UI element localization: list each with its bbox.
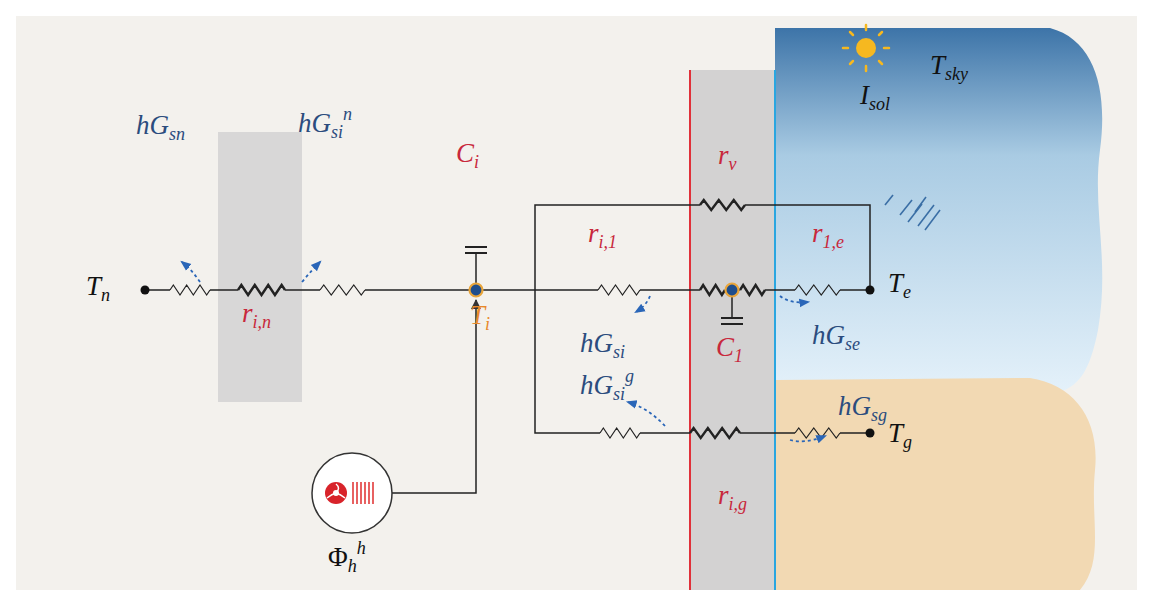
label-part: 1,e xyxy=(823,232,845,252)
capacitor-symbols xyxy=(465,247,743,324)
conductance-label: hGsn xyxy=(136,112,185,139)
label-part: sn xyxy=(169,124,185,144)
label-part: i xyxy=(485,314,490,334)
temperature-node-label: Tn xyxy=(86,273,110,300)
heater-icon xyxy=(312,453,392,533)
resistor-symbol xyxy=(795,428,840,438)
capacitance-label: C1 xyxy=(716,334,743,361)
label-part: C xyxy=(716,332,734,362)
label-part: hG xyxy=(580,370,613,400)
label-part: si xyxy=(613,384,625,404)
label-part: i xyxy=(474,152,479,172)
resistor-symbol xyxy=(795,285,840,295)
label-part: T xyxy=(930,50,945,80)
temperature-node-label: Tg xyxy=(888,420,912,447)
solar-radiation-label: Isol xyxy=(860,82,890,109)
resistance-label: rv xyxy=(718,142,737,169)
sky-region xyxy=(775,28,1102,392)
resistor-symbol xyxy=(700,200,745,210)
label-part: g xyxy=(903,432,912,452)
label-part: hG xyxy=(298,108,331,138)
label-part: si xyxy=(331,122,343,142)
capacitance-label: Ci xyxy=(456,140,479,167)
label-part: hG xyxy=(838,391,871,421)
terminal-dot xyxy=(141,286,150,295)
conductance-label: hGsg xyxy=(838,393,887,420)
label-part: I xyxy=(860,80,869,110)
resistor-symbols xyxy=(170,200,840,438)
resistor-symbol xyxy=(690,428,740,438)
terminal-dot xyxy=(866,429,875,438)
label-part: r xyxy=(718,140,729,170)
resistance-label: ri,1 xyxy=(588,220,617,247)
resistance-label: r1,e xyxy=(812,220,844,247)
wires xyxy=(145,205,870,493)
label-part: T xyxy=(888,268,903,298)
conductance-label: hGsig xyxy=(580,372,634,399)
label-part: n xyxy=(101,285,110,305)
temperature-node-label: Ti xyxy=(470,302,490,329)
label-part: i,1 xyxy=(599,232,618,252)
resistance-label: ri,n xyxy=(242,300,271,327)
heat-flux-label: Φhh xyxy=(328,544,366,571)
label-part: r xyxy=(242,298,253,328)
panel xyxy=(16,16,1137,590)
temperature-node-label: Te xyxy=(888,270,911,297)
resistor-symbol xyxy=(320,285,365,295)
label-part: hG xyxy=(136,110,169,140)
label-part: i,g xyxy=(729,494,748,514)
sun-icon xyxy=(843,25,889,71)
conductance-label: hGsi xyxy=(580,330,625,357)
label-part: 1 xyxy=(734,346,743,366)
label-part: r xyxy=(588,218,599,248)
label-part: se xyxy=(845,334,860,354)
external-wall xyxy=(690,70,775,590)
resistor-symbol xyxy=(598,285,640,295)
inner-surface xyxy=(689,70,691,590)
label-part: r xyxy=(812,218,823,248)
temperature-node-label: Tsky xyxy=(930,52,968,79)
thermal-node xyxy=(470,284,483,297)
label-part: n xyxy=(343,104,352,124)
label-part: T xyxy=(888,418,903,448)
terminal-dot xyxy=(866,286,875,295)
outer-surface xyxy=(774,70,776,590)
heat-flow-arrows xyxy=(182,262,825,441)
label-part: T xyxy=(470,300,485,330)
label-part: h xyxy=(348,556,357,576)
label-part: T xyxy=(86,271,101,301)
conductance-label: hGsin xyxy=(298,110,352,137)
thermal-node xyxy=(726,284,739,297)
label-part: hG xyxy=(812,320,845,350)
label-part: sol xyxy=(869,94,890,114)
label-part: g xyxy=(625,366,634,386)
label-part: r xyxy=(718,480,729,510)
rain-icon xyxy=(885,195,940,230)
resistor-symbol xyxy=(700,285,725,295)
label-part: v xyxy=(729,154,737,174)
resistance-label: ri,g xyxy=(718,482,747,509)
resistor-symbol xyxy=(238,285,285,295)
label-part: e xyxy=(903,282,911,302)
label-part: hG xyxy=(580,328,613,358)
internal-wall xyxy=(218,132,302,402)
label-part: Φ xyxy=(328,542,348,572)
label-part: C xyxy=(456,138,474,168)
label-part: sg xyxy=(871,405,887,425)
ground-region xyxy=(775,378,1096,590)
label-part: si xyxy=(613,342,625,362)
label-part: sky xyxy=(945,64,968,84)
label-part: h xyxy=(357,538,366,558)
resistor-symbol xyxy=(170,285,210,295)
resistor-symbol xyxy=(600,428,640,438)
label-part: i,n xyxy=(253,312,272,332)
resistor-symbol xyxy=(740,285,765,295)
conductance-label: hGse xyxy=(812,322,860,349)
